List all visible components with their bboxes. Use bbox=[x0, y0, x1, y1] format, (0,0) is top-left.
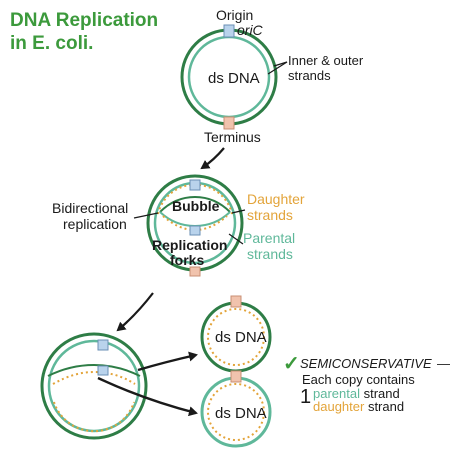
strand-word-1: strand bbox=[360, 386, 400, 401]
arrow-step2 bbox=[116, 292, 154, 332]
daughter-pointer bbox=[231, 209, 246, 214]
copy2-dsdna-label: ds DNA bbox=[215, 405, 267, 422]
middle-dna-circle bbox=[146, 174, 244, 277]
daughter-label-line2: strands bbox=[247, 207, 293, 223]
each-copy-text: Each copy contains bbox=[302, 372, 415, 387]
semiconservative-dash: — bbox=[437, 356, 450, 371]
forks-label-line2: forks bbox=[170, 252, 204, 268]
forks-label-line1: Replication bbox=[152, 237, 227, 253]
terminus-marker bbox=[223, 116, 235, 130]
title-line2: in E. coli. bbox=[10, 33, 93, 54]
top-dna-circle bbox=[180, 24, 278, 130]
middle-origin-marker bbox=[189, 179, 201, 191]
semiconservative-label: SEMICONSERVATIVE bbox=[300, 356, 432, 371]
oric-label: oriC bbox=[237, 22, 264, 38]
copy1-terminus-marker bbox=[230, 295, 242, 308]
brace-numeral: 1 bbox=[300, 386, 311, 408]
origin-label: Origin bbox=[216, 7, 253, 23]
daughter-word: daughter bbox=[313, 399, 365, 414]
replicating-origin-marker-2 bbox=[97, 365, 109, 376]
bubble-label: Bubble bbox=[172, 198, 220, 214]
copy1-dsdna-label: ds DNA bbox=[215, 329, 267, 346]
origin-marker bbox=[223, 24, 235, 38]
parental-pointer bbox=[228, 233, 244, 245]
strands-label-line2: strands bbox=[288, 68, 331, 83]
middle-terminus-marker bbox=[189, 266, 201, 277]
top-dsdna-label: ds DNA bbox=[208, 70, 260, 87]
bidirectional-pointer bbox=[133, 212, 159, 219]
parental-label-line2: strands bbox=[247, 246, 293, 262]
bidirectional-label-line1: Bidirectional bbox=[52, 200, 128, 216]
arrow-to-copy1 bbox=[137, 351, 198, 372]
strands-pointer-inner bbox=[267, 61, 288, 75]
strands-label-line1: Inner & outer bbox=[288, 53, 364, 68]
parental-strand-line: parental strand bbox=[313, 386, 400, 401]
bidirectional-label-line2: replication bbox=[63, 216, 127, 232]
middle-origin-marker-2 bbox=[189, 225, 201, 236]
title-line1: DNA Replication bbox=[10, 10, 158, 31]
copy2-terminus-marker bbox=[230, 370, 242, 383]
parental-label-line1: Parental bbox=[243, 230, 295, 246]
parental-word: parental bbox=[313, 386, 360, 401]
check-icon: ✓ bbox=[283, 353, 300, 375]
daughter-strand-line: daughter strand bbox=[313, 399, 404, 414]
arrow-to-copy2 bbox=[97, 376, 198, 417]
terminus-label: Terminus bbox=[204, 129, 261, 145]
replicating-circle bbox=[40, 332, 148, 440]
arrow-step1 bbox=[200, 147, 225, 170]
daughter-label-line1: Daughter bbox=[247, 191, 305, 207]
daughter-copy-2 bbox=[200, 370, 272, 448]
replicating-origin-marker bbox=[97, 339, 109, 351]
strand-word-2: strand bbox=[364, 399, 404, 414]
